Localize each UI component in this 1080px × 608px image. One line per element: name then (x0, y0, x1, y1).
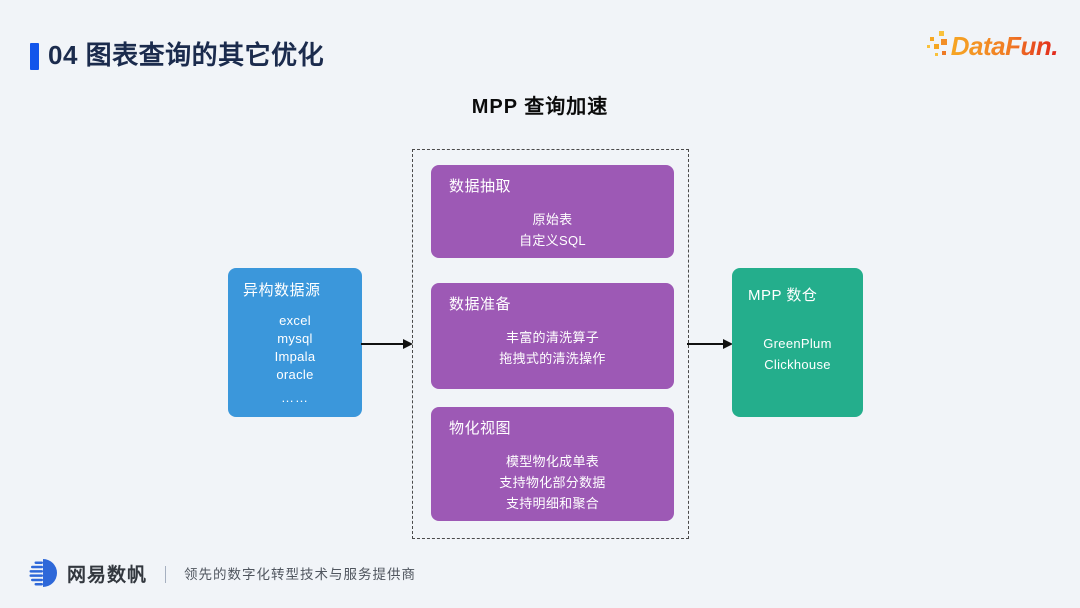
pipeline-box-items: 原始表 自定义SQL (431, 209, 674, 251)
section-title: 04 图表查询的其它优化 (48, 40, 325, 70)
source-box-title: 异构数据源 (243, 282, 321, 299)
source-item: Impala (274, 349, 316, 364)
pipeline-box-title: 数据抽取 (449, 178, 512, 195)
diagram-title: MPP 查询加速 (471, 96, 609, 118)
source-item-ellipsis: …… (281, 390, 309, 405)
footer-brand: 网易数帆 (67, 564, 148, 586)
pipeline-item: 模型物化成单表 (505, 454, 600, 469)
pipeline-item: 原始表 (532, 212, 573, 227)
source-box: 异构数据源 excel mysql Impala oracle …… (228, 268, 362, 417)
datafun-logo-text: DataFun. (950, 31, 1059, 61)
target-item: Clickhouse (764, 357, 831, 372)
source-box-items: excel mysql Impala oracle …… (236, 312, 354, 407)
datafun-logo: DataFun. (926, 30, 1059, 62)
footer: 网易数帆 ｜ 领先的数字化转型技术与服务提供商 (28, 558, 416, 588)
netease-shufan-logo-icon (29, 559, 57, 587)
pipeline-box-prepare: 数据准备 丰富的清洗算子 拖拽式的清洗操作 (431, 283, 674, 389)
source-item: oracle (276, 367, 314, 382)
pipeline-item: 支持物化部分数据 (499, 475, 606, 490)
source-item: excel (279, 313, 311, 328)
target-box-items: GreenPlum Clickhouse (738, 333, 857, 375)
pipeline-box-materialize: 物化视图 模型物化成单表 支持物化部分数据 支持明细和聚合 (431, 407, 674, 521)
footer-tagline: 领先的数字化转型技术与服务提供商 (184, 567, 417, 582)
arrow-right-icon (687, 339, 733, 349)
pipeline-box-items: 模型物化成单表 支持物化部分数据 支持明细和聚合 (431, 451, 674, 514)
pipeline-item: 丰富的清洗算子 (505, 330, 600, 345)
pipeline-box-title: 物化视图 (449, 420, 512, 437)
pipeline-item: 自定义SQL (519, 233, 586, 248)
target-item: GreenPlum (763, 336, 832, 351)
pipeline-box-title: 数据准备 (449, 296, 512, 313)
pipeline-item: 拖拽式的清洗操作 (499, 351, 606, 366)
target-box: MPP 数仓 GreenPlum Clickhouse (732, 268, 863, 417)
pipeline-item: 支持明细和聚合 (505, 496, 600, 511)
target-box-title: MPP 数仓 (748, 287, 818, 304)
datafun-pixels-icon (926, 30, 951, 62)
footer-separator: ｜ (157, 565, 175, 585)
section-accent-bar (30, 43, 39, 70)
source-item: mysql (277, 331, 313, 346)
pipeline-box-extract: 数据抽取 原始表 自定义SQL (431, 165, 674, 258)
pipeline-box-items: 丰富的清洗算子 拖拽式的清洗操作 (431, 327, 674, 369)
arrow-right-icon (361, 339, 413, 349)
